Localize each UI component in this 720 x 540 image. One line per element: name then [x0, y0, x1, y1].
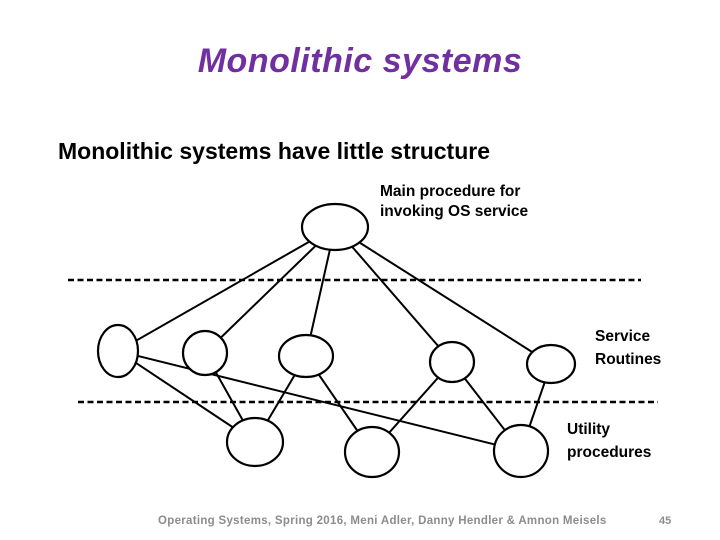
service-routine-node-2 — [181, 329, 229, 377]
main-procedure-label-line1: Main procedure for — [380, 183, 521, 200]
service-routine-node-3 — [277, 333, 335, 379]
service-routines-label: Service Routines — [595, 325, 661, 371]
connector-main-s2 — [204, 226, 336, 354]
utility-procedures-label-line1: Utility — [567, 421, 611, 438]
slide-subtitle: Monolithic systems have little structure — [58, 138, 491, 164]
connector-main-s5 — [334, 226, 552, 365]
footer-credits: Operating Systems, Spring 2016, Meni Adl… — [158, 515, 607, 527]
utility-procedures-label-line2: procedures — [567, 444, 652, 461]
main-procedure-node — [300, 202, 370, 252]
utility-procedure-node-3 — [492, 423, 550, 479]
page-number: 45 — [659, 515, 672, 527]
service-routines-label-line2: Routines — [595, 351, 662, 368]
main-procedure-label-line2: invoking OS service — [380, 203, 529, 220]
service-routine-node-4 — [428, 340, 476, 384]
utility-procedure-node-1 — [225, 416, 285, 468]
utility-procedures-label: Utility procedures — [567, 418, 651, 464]
service-routine-node-1 — [96, 323, 140, 379]
slide-title: Monolithic systems — [197, 42, 523, 80]
service-routines-label-line1: Service — [595, 328, 651, 345]
service-routine-node-5 — [525, 343, 577, 385]
connector-main-s1 — [117, 226, 336, 352]
main-procedure-label: Main procedure for invoking OS service — [380, 182, 528, 222]
utility-procedure-node-2 — [343, 425, 401, 479]
connector-main-s4 — [334, 226, 453, 363]
